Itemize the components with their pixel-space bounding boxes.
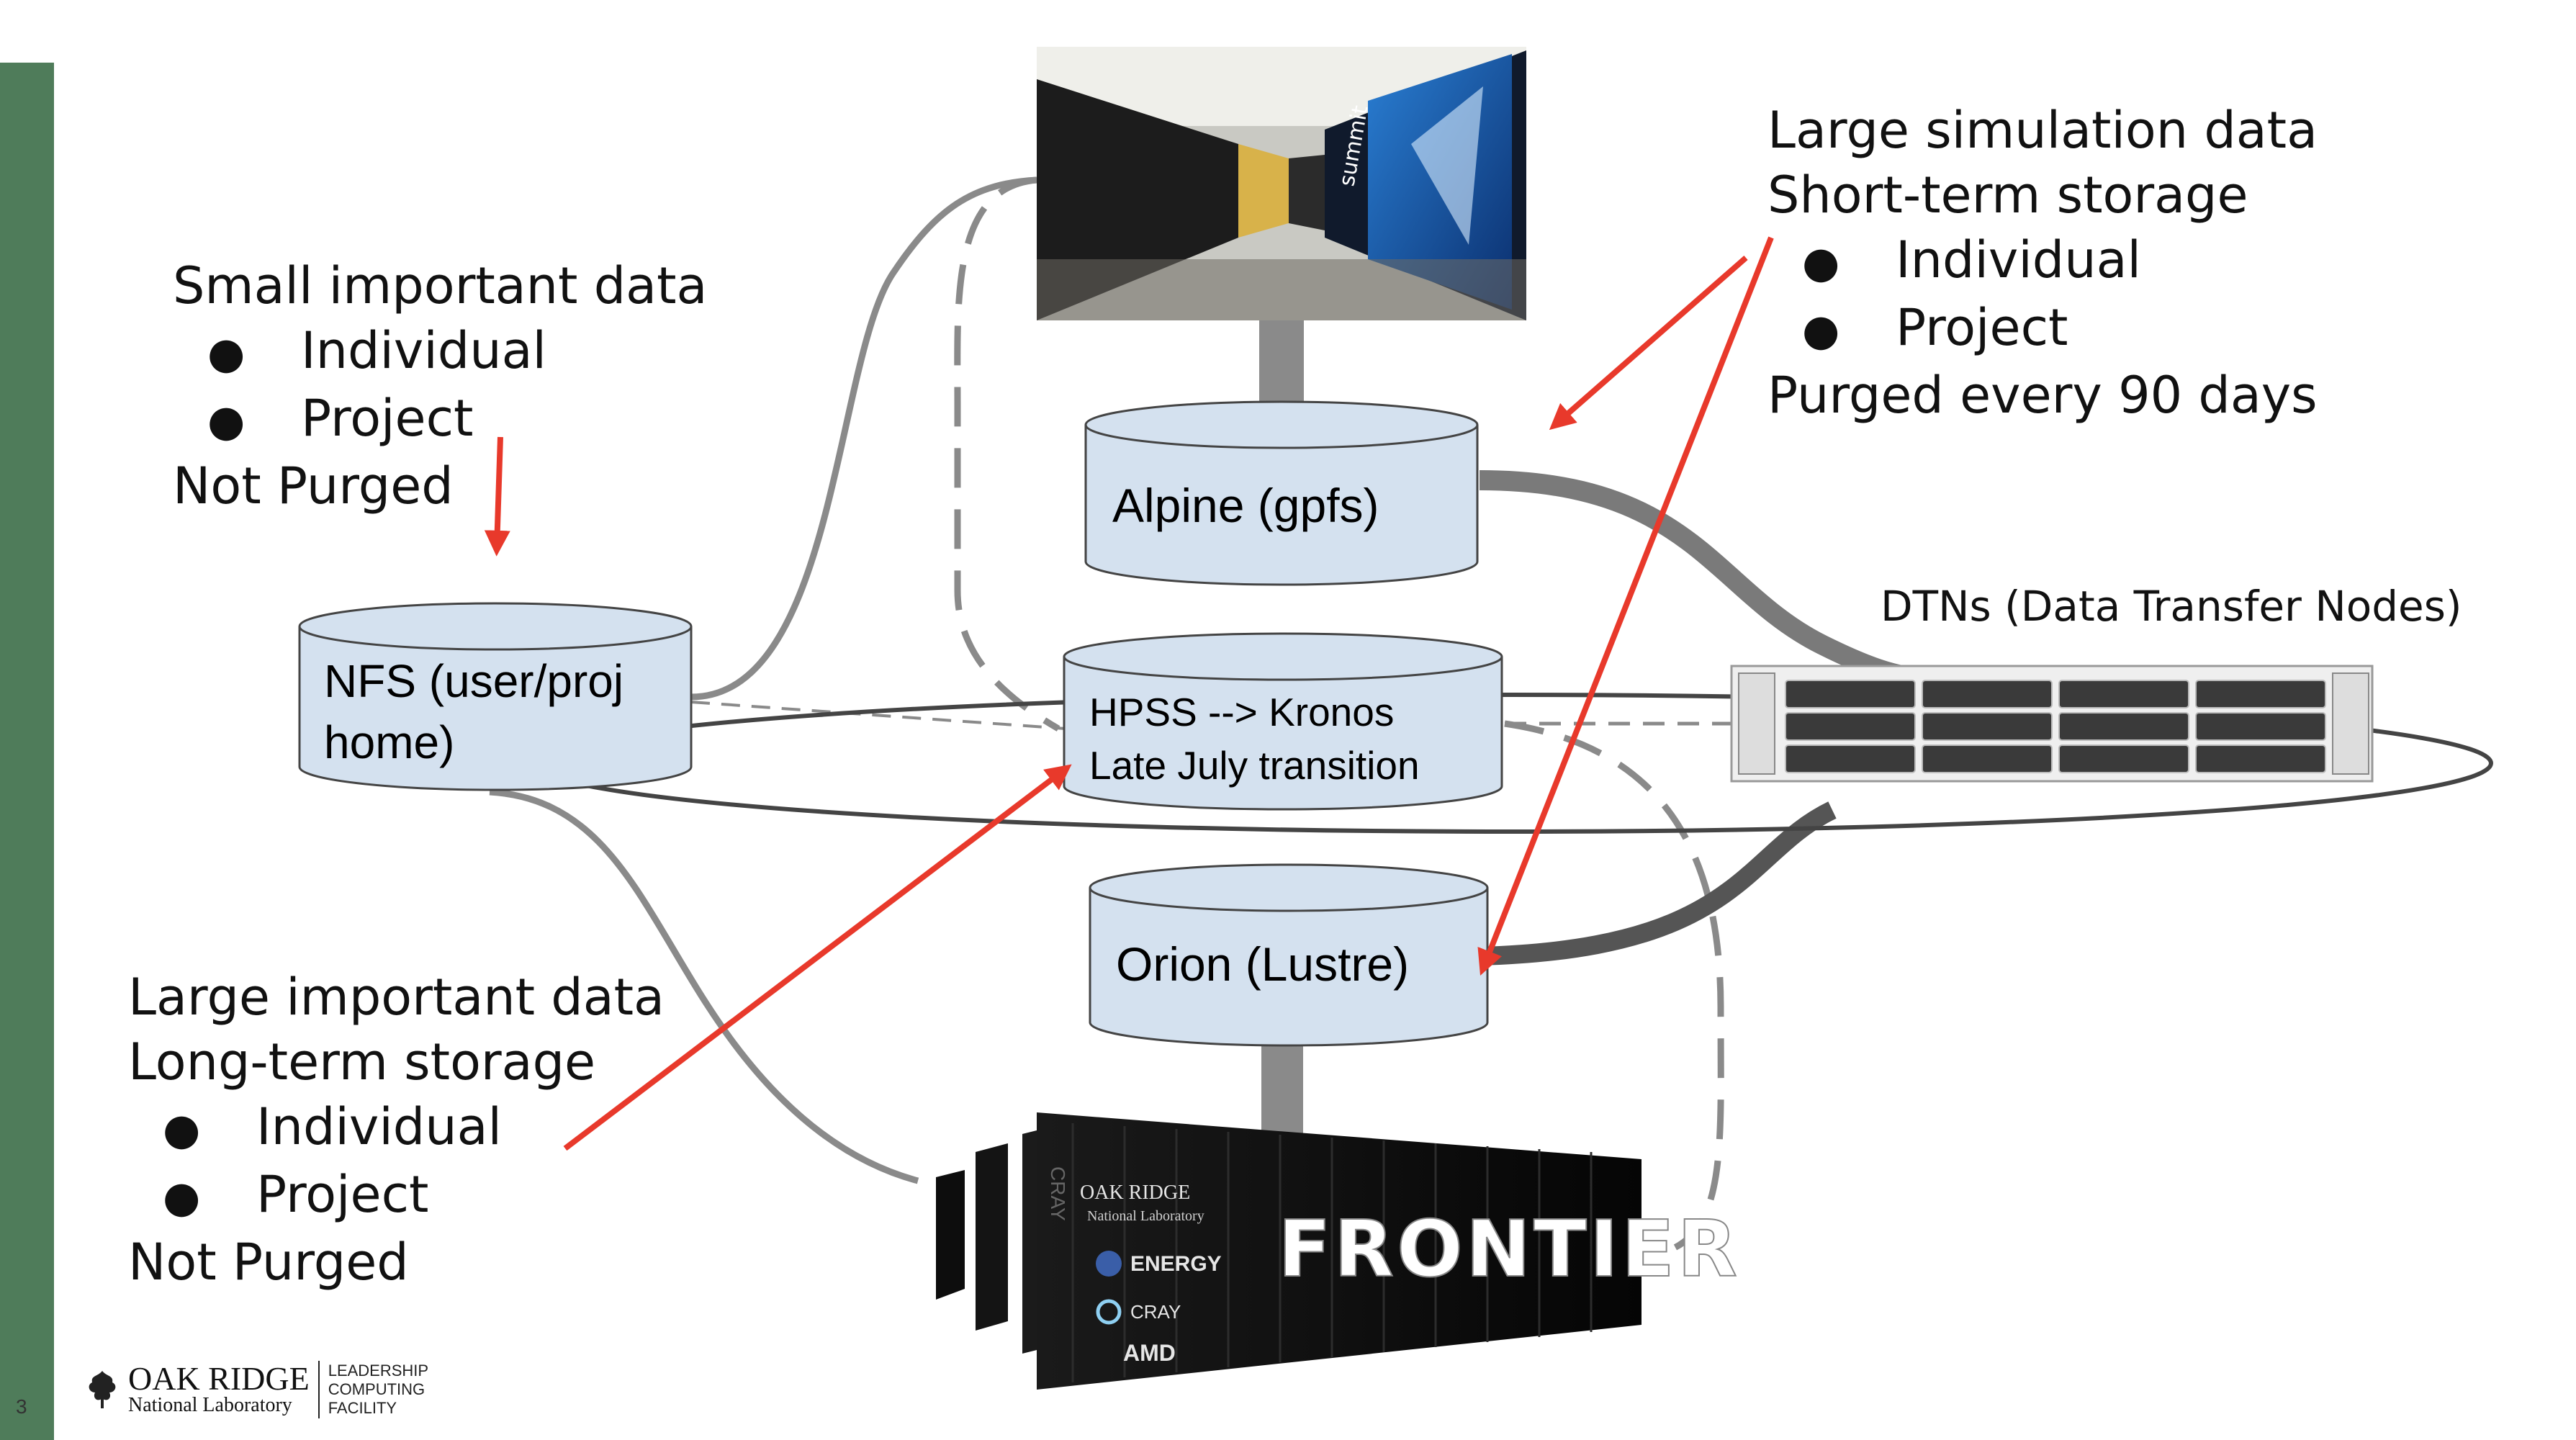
large-important-block: Large important data Long-term storage ●… — [128, 965, 665, 1295]
alpine-cylinder: Alpine (gpfs) — [1084, 400, 1479, 586]
large-important-footer: Not Purged — [128, 1233, 409, 1292]
logo-divider — [318, 1361, 320, 1418]
arrow-sim-to-orion — [1477, 236, 1774, 976]
drive-bay — [2058, 680, 2189, 708]
nfs-cylinder: NFS (user/proj home) — [298, 602, 693, 791]
logo-facility-line: COMPUTING — [328, 1380, 425, 1398]
orion-label: Orion (Lustre) — [1116, 937, 1409, 991]
logo-facility: LEADERSHIP COMPUTING FACILITY — [328, 1362, 428, 1418]
large-sim-item: ● Individual — [1767, 228, 2318, 295]
drive-bay — [2195, 712, 2326, 741]
small-data-item: ● Individual — [173, 318, 707, 386]
large-important-item-label: Individual — [256, 1097, 502, 1156]
large-sim-footer: Purged every 90 days — [1767, 366, 2318, 425]
frontier-image: CRAY OAK RIDGE National Laboratory ENERG… — [936, 1112, 1740, 1390]
small-data-item-label: Project — [301, 389, 474, 448]
small-data-title: Small important data — [173, 256, 708, 315]
large-important-item: ● Project — [128, 1162, 665, 1230]
frontier-partner-ornl: OAK RIDGE — [1080, 1182, 1190, 1204]
dtn-server-image — [1730, 665, 2374, 783]
nfs-label-line2: home) — [324, 716, 454, 768]
small-data-item: ● Project — [173, 386, 707, 454]
frontier-partner-energy: ENERGY — [1130, 1252, 1222, 1276]
drive-bay — [2058, 712, 2189, 741]
bullet-icon: ● — [1802, 305, 1840, 356]
frontier-side-brand: CRAY — [1047, 1166, 1069, 1221]
large-sim-item-label: Project — [1896, 298, 2068, 357]
page-number: 3 — [16, 1395, 27, 1418]
frontier-partner-ornl-sub: National Laboratory — [1087, 1208, 1204, 1224]
slide-sidebar — [0, 63, 54, 1440]
drive-bay — [2058, 744, 2189, 773]
large-sim-item: ● Project — [1767, 295, 2318, 363]
ornl-logo: OAK RIDGE National Laboratory LEADERSHIP… — [85, 1361, 428, 1418]
logo-name-sub: National Laboratory — [128, 1394, 292, 1416]
hpss-cylinder: HPSS --> Kronos Late July transition — [1063, 632, 1503, 811]
hpss-label-line2: Late July transition — [1089, 743, 1420, 788]
hpss-label-line1: HPSS --> Kronos — [1089, 690, 1394, 734]
small-data-block: Small important data ● Individual ● Projec… — [173, 253, 707, 518]
large-sim-line1: Large simulation data — [1767, 101, 2318, 160]
bullet-icon: ● — [207, 328, 246, 379]
frontier-partner-amd: AMD — [1123, 1340, 1176, 1366]
summit-image: summit — [1037, 47, 1526, 320]
large-sim-block: Large simulation data Short-term storage… — [1767, 98, 2318, 428]
drive-bay — [1785, 680, 1916, 708]
bullet-icon: ● — [163, 1104, 201, 1155]
drive-bay — [1922, 744, 2053, 773]
logo-facility-line: LEADERSHIP — [328, 1362, 429, 1380]
frontier-partner-cray: CRAY — [1130, 1301, 1181, 1323]
drive-bay — [2195, 744, 2326, 773]
doe-seal-icon — [1096, 1251, 1122, 1277]
arrow-large-to-hpss — [563, 764, 1072, 1151]
large-important-item: ● Individual — [128, 1094, 665, 1162]
large-important-line2: Long-term storage — [128, 1032, 596, 1092]
large-sim-line2: Short-term storage — [1767, 166, 2248, 225]
drive-bay — [2195, 680, 2326, 708]
logo-name: OAK RIDGE National Laboratory — [128, 1360, 310, 1416]
nfs-label-line1: NFS (user/proj — [324, 655, 623, 707]
arrow-small-to-nfs — [484, 436, 510, 557]
logo-name-main: OAK RIDGE — [128, 1360, 310, 1397]
bullet-icon: ● — [163, 1172, 201, 1223]
oak-leaf-icon — [89, 1371, 116, 1408]
large-important-line1: Large important data — [128, 968, 665, 1027]
small-data-footer: Not Purged — [173, 456, 454, 516]
large-sim-item-label: Individual — [1896, 230, 2141, 289]
bullet-icon: ● — [1802, 238, 1840, 288]
drive-bay — [1922, 680, 2053, 708]
logo-facility-line: FACILITY — [328, 1399, 397, 1417]
alpine-label: Alpine (gpfs) — [1112, 479, 1379, 532]
arrow-sim-to-alpine — [1549, 255, 1748, 431]
large-important-item-label: Project — [256, 1165, 429, 1224]
small-data-item-label: Individual — [301, 321, 546, 380]
drive-bay — [1922, 712, 2053, 741]
dtn-label: DTNs (Data Transfer Nodes) — [1881, 582, 2462, 631]
frontier-name: FRONTIER — [1278, 1205, 1740, 1295]
orion-cylinder: Orion (Lustre) — [1089, 863, 1489, 1047]
annotation-arrows — [484, 236, 1774, 1151]
cray-icon — [1096, 1299, 1122, 1325]
drive-bay — [1785, 712, 1916, 741]
drive-bay — [1785, 744, 1916, 773]
bullet-icon: ● — [207, 396, 246, 446]
